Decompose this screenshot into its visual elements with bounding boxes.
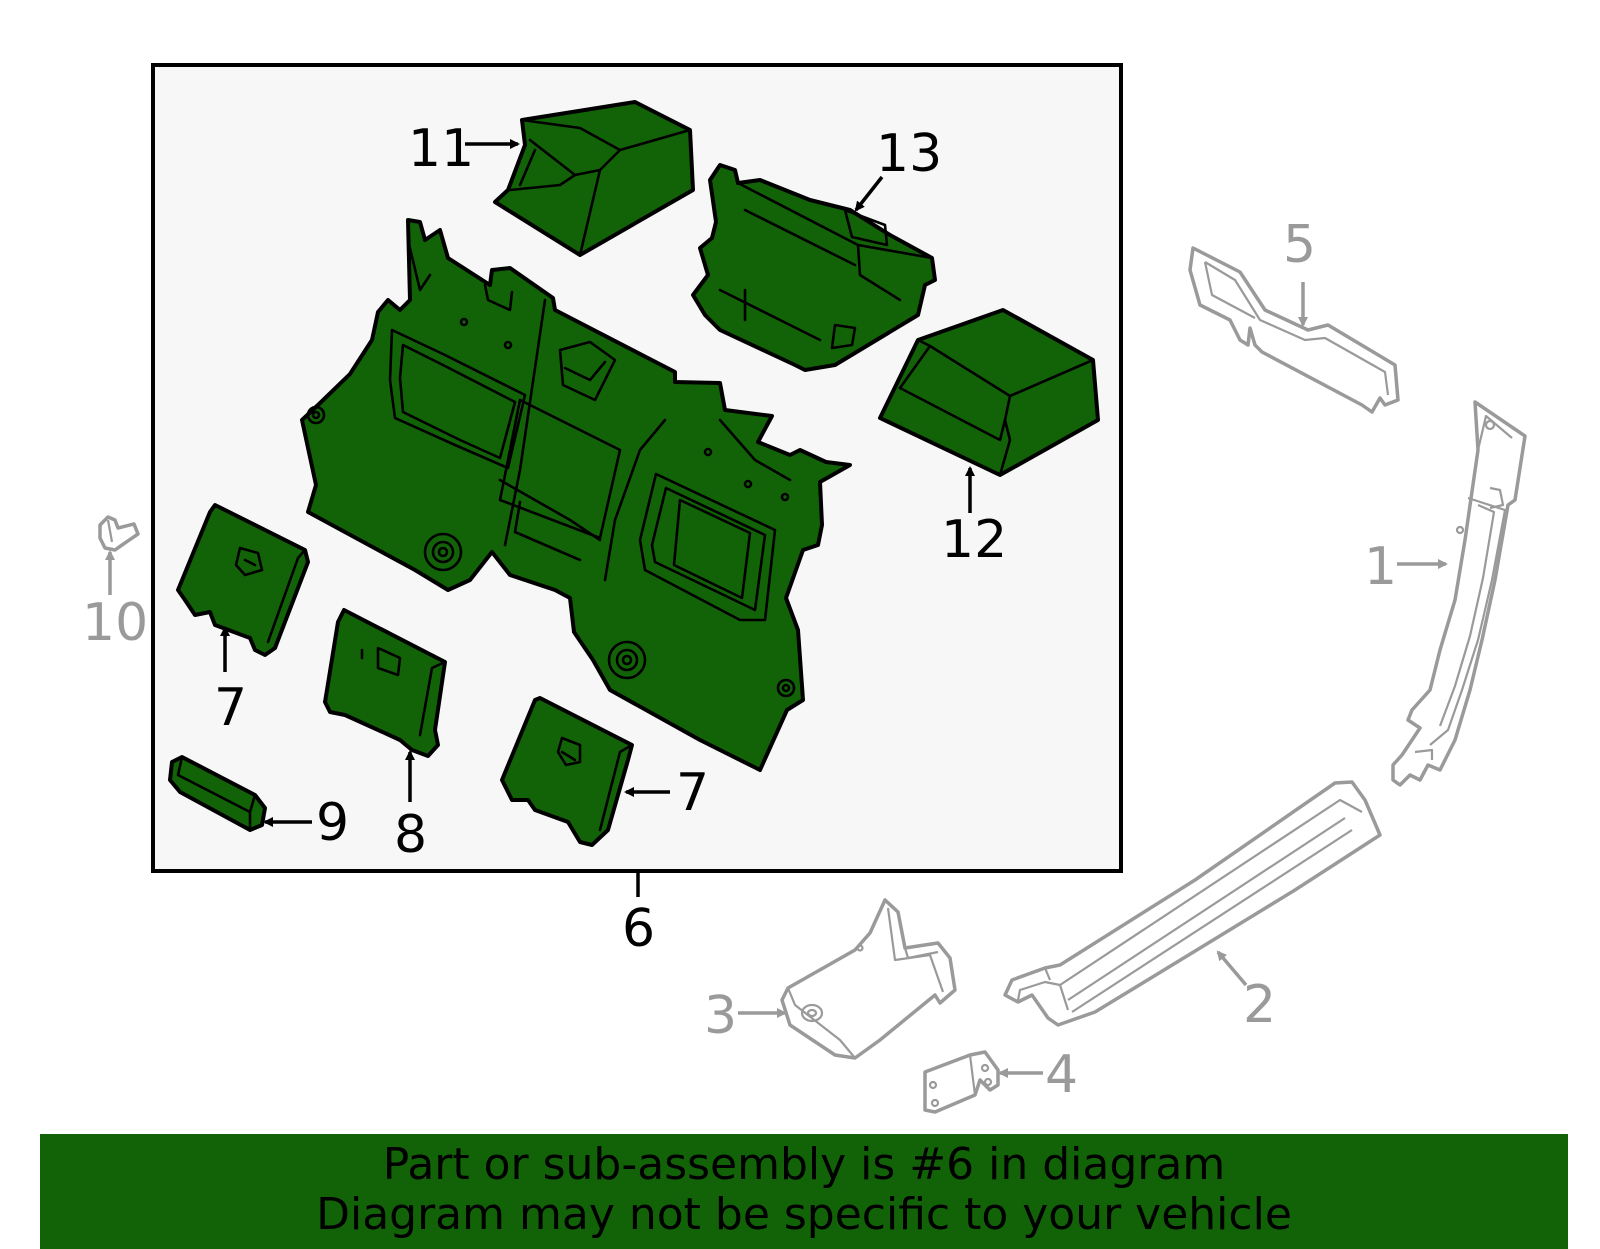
part-13-tray[interactable] [691,163,937,372]
banner-line-1: Part or sub-assembly is #6 in diagram [382,1139,1226,1190]
part-7-cover-left[interactable] [176,503,310,657]
callout-8: 8 [394,805,427,865]
callout-13: 13 [876,124,942,184]
part-10-push-pin [98,515,140,552]
part-1-pillar-trim [1391,400,1527,787]
leader-2 [1216,950,1248,987]
part-5-trim [1188,246,1400,414]
callout-7-right: 7 [676,763,709,823]
banner-line-2: Diagram may not be specific to your vehi… [316,1189,1292,1240]
callout-6: 6 [622,899,655,959]
part-2-sill-plate [1003,780,1382,1027]
callout-5: 5 [1283,215,1316,275]
callout-7-left: 7 [214,678,247,738]
part-4-bracket [923,1050,1000,1114]
part-11-bin[interactable] [493,100,695,257]
leader-13 [854,175,884,212]
callout-3: 3 [704,986,737,1046]
callout-9: 9 [316,793,349,853]
callout-10: 10 [82,593,148,653]
part-9-handle[interactable] [168,755,267,832]
info-banner: Part or sub-assembly is #6 in diagram Di… [40,1134,1568,1249]
callout-2: 2 [1243,975,1276,1035]
callout-1: 1 [1364,537,1397,597]
callout-4: 4 [1045,1045,1078,1105]
part-6-main-panel[interactable] [300,218,852,772]
part-7-cover-right[interactable] [500,696,634,847]
callout-11: 11 [408,119,474,179]
part-3-bracket [780,898,957,1060]
part-8-cover[interactable] [323,608,447,758]
callout-12: 12 [941,510,1007,570]
part-12-bin[interactable] [878,308,1100,477]
